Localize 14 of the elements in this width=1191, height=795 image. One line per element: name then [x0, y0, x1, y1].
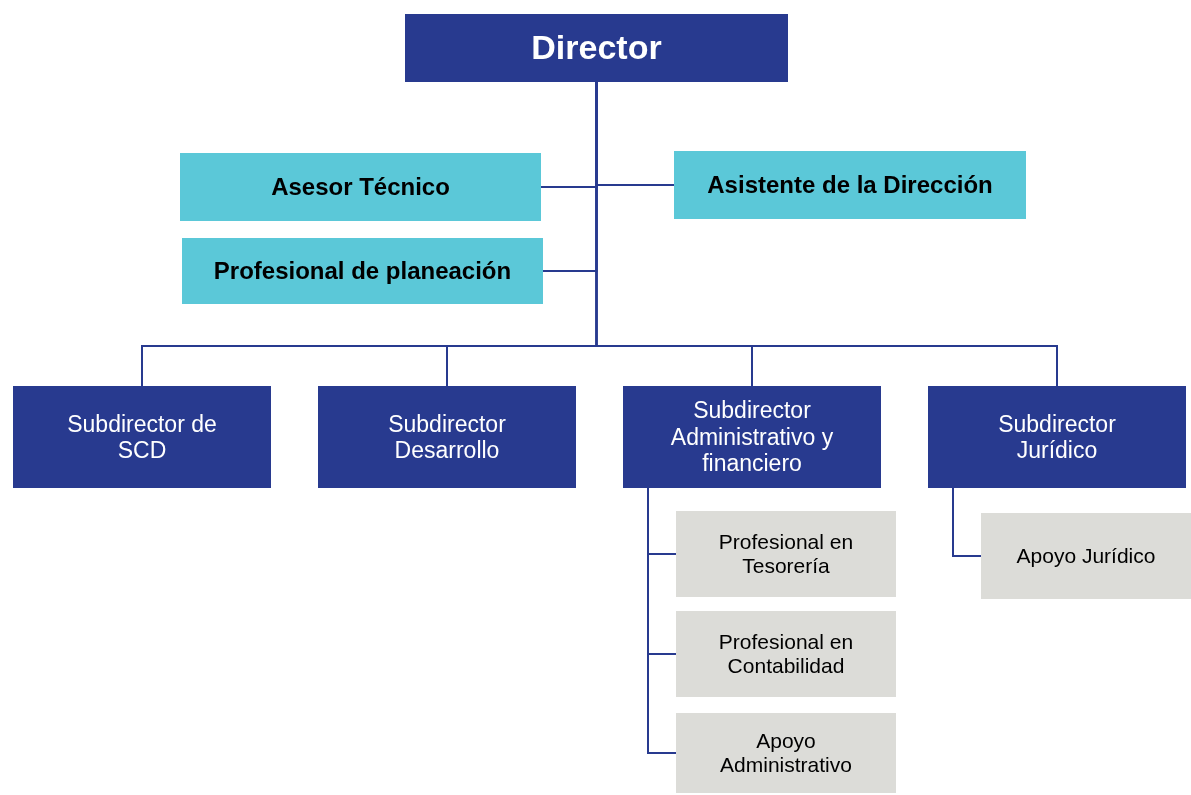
unit-box: Apoyo Administrativo: [676, 713, 896, 793]
subdirector-box: Subdirector Jurídico: [928, 386, 1186, 488]
subdirector-box: Subdirector Desarrollo: [318, 386, 576, 488]
connector-line: [647, 487, 677, 754]
connector-line: [952, 487, 982, 557]
staff-box: Asesor Técnico: [180, 153, 541, 221]
subdirector-box: Subdirector de SCD: [13, 386, 271, 488]
director-box: Director: [405, 14, 788, 82]
staff-box: Profesional de planeación: [182, 238, 543, 304]
staff-box: Asistente de la Dirección: [674, 151, 1026, 219]
subdirector-box: Subdirector Administrativo y financiero: [623, 386, 881, 488]
unit-box: Profesional en Contabilidad: [676, 611, 896, 697]
unit-box: Apoyo Jurídico: [981, 513, 1191, 599]
unit-box: Profesional en Tesorería: [676, 511, 896, 597]
